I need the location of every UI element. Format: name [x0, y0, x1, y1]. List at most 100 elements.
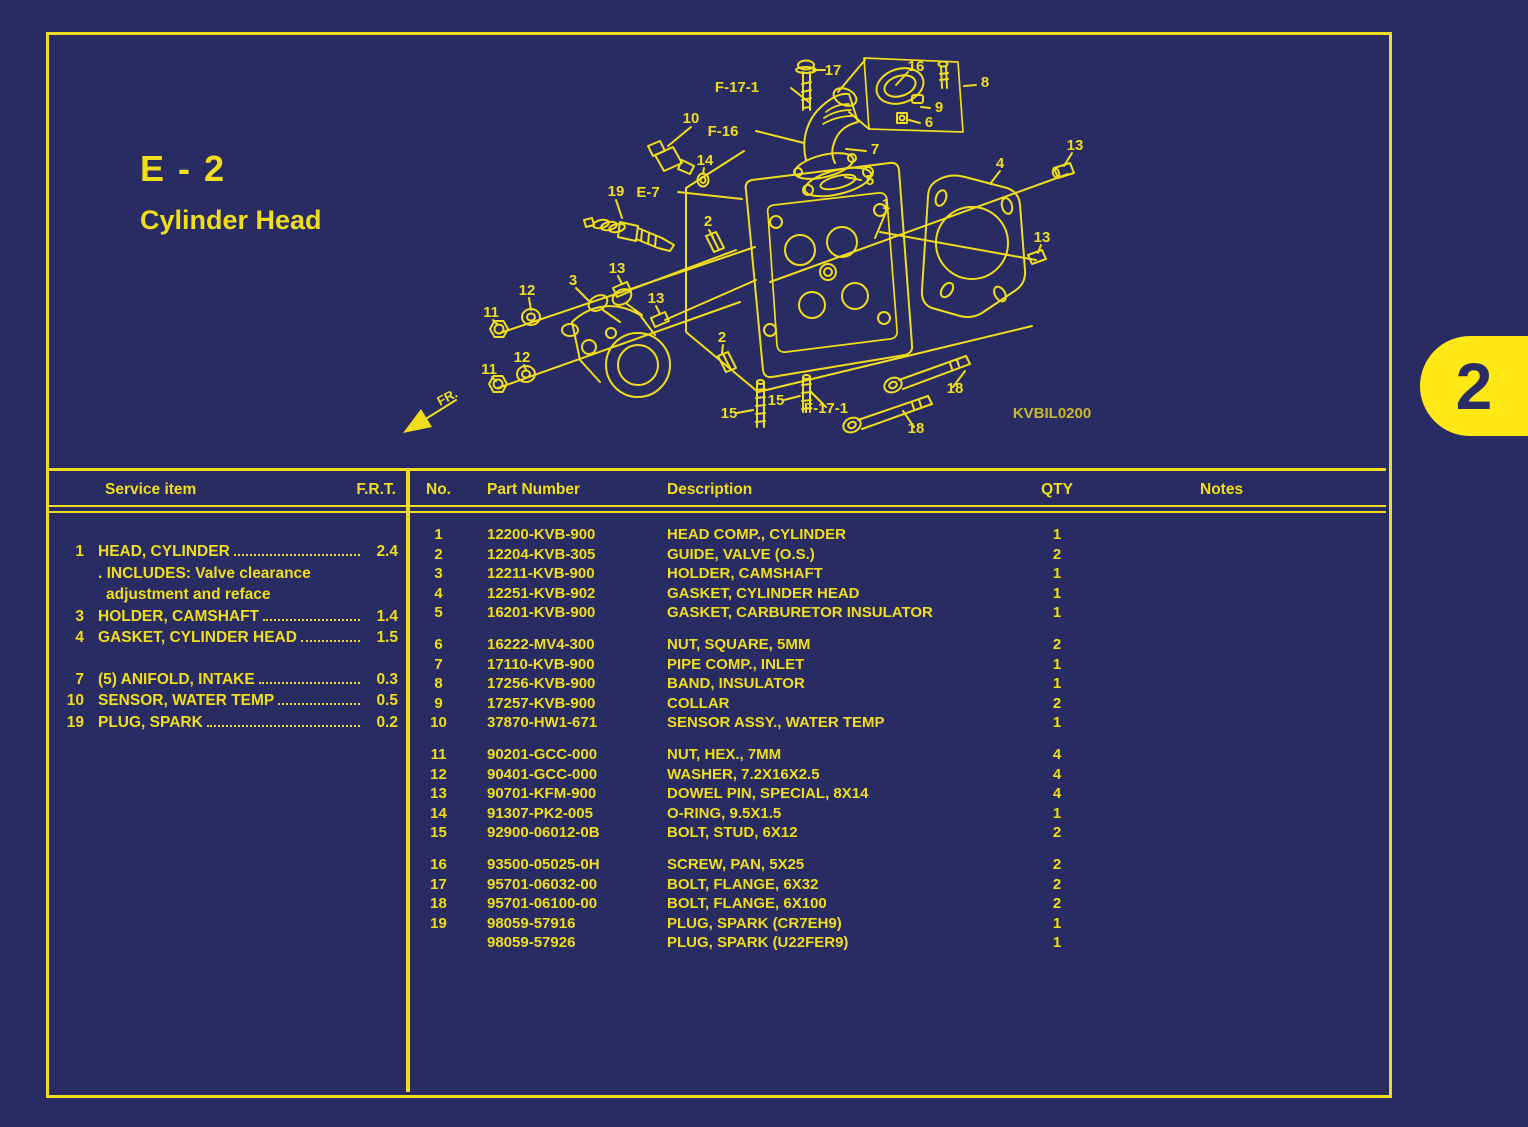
pdesc: GASKET, CYLINDER HEAD [667, 584, 860, 602]
diagram-callout-15[interactable]: 15 [768, 392, 785, 409]
diagram-callout-12[interactable]: 12 [514, 349, 531, 366]
sno: 19 [66, 713, 84, 731]
diagram-callout-1[interactable]: 1 [882, 196, 890, 213]
pdesc: WASHER, 7.2X16X2.5 [667, 765, 820, 783]
diagram-callout-6[interactable]: 6 [925, 114, 933, 131]
carburetor-insulator-gasket-5 [802, 166, 874, 198]
diagram-callout-F-17-1[interactable]: F-17-1 [715, 79, 759, 96]
ppart: 98059-57926 [487, 934, 576, 952]
diagram-callout-13[interactable]: 13 [1067, 137, 1084, 154]
sfrt: 0.5 [376, 692, 398, 709]
dotted-leader [233, 554, 360, 556]
pno: 1 [434, 526, 443, 543]
pno: 7 [434, 655, 443, 673]
diagram-callout-F-16[interactable]: F-16 [708, 123, 739, 140]
diagram-callout-12[interactable]: 12 [519, 282, 536, 299]
sfrt: 1.4 [376, 607, 398, 625]
pdesc: NUT, SQUARE, 5MM [667, 635, 811, 653]
diagram-callout-19[interactable]: 19 [608, 183, 625, 200]
diagram-callout-10[interactable]: 10 [683, 110, 700, 127]
pno: 17 [430, 875, 447, 893]
diagram-callout-11[interactable]: 11 [481, 361, 497, 378]
inlet-pipe-7 [793, 87, 859, 180]
ppart: 95701-06100-00 [487, 895, 598, 913]
page-tab-2[interactable]: 2 [1420, 336, 1528, 436]
diagram-callout-18[interactable]: 18 [947, 380, 964, 397]
hex-nuts-11-washers-12 [488, 308, 541, 393]
diagram-callout-5[interactable]: 5 [866, 172, 874, 189]
pdesc: PIPE COMP., INLET [667, 655, 805, 673]
diagram-callout-KVBIL0200[interactable]: KVBIL0200 [1013, 405, 1091, 422]
section-code: E - 2 [140, 148, 227, 189]
diagram-callout-3[interactable]: 3 [569, 272, 577, 289]
fr-label: FR. [434, 386, 460, 409]
diagram-callout-13[interactable]: 13 [609, 260, 626, 277]
pno: 6 [434, 635, 443, 653]
diagram-callout-4[interactable]: 4 [996, 155, 1005, 172]
pqty: 2 [1052, 545, 1062, 563]
diagram-callout-9[interactable]: 9 [935, 99, 943, 116]
spark-plug-19 [583, 217, 675, 252]
service-row[interactable]: . INCLUDES: Valve clearance [58, 563, 398, 585]
pnotes [1112, 674, 1386, 694]
ppart: 98059-57916 [487, 914, 576, 932]
diagram-callout-16[interactable]: 16 [908, 58, 925, 75]
pnotes [1112, 525, 1386, 545]
diagram-callout-13[interactable]: 13 [648, 290, 665, 307]
sfrt: 1.5 [376, 629, 398, 646]
diagram-callout-2[interactable]: 2 [718, 329, 726, 346]
diagram-callout-14[interactable]: 14 [697, 152, 714, 169]
diagram-callout-E-7[interactable]: E-7 [636, 184, 659, 201]
diagram-callout-17[interactable]: 17 [825, 62, 842, 79]
insulator-band-detail-box [863, 57, 964, 133]
ppart: 17256-KVB-900 [487, 675, 596, 693]
diagram-callout-2[interactable]: 2 [704, 213, 712, 230]
pqty: 1 [1052, 675, 1062, 693]
diagram-callout-8[interactable]: 8 [981, 74, 989, 91]
diagram-callout-15[interactable]: 15 [721, 405, 738, 422]
pdesc: SCREW, PAN, 5X25 [667, 855, 805, 873]
service-row[interactable]: adjustment and reface [58, 584, 398, 606]
diagram-callout-18[interactable]: 18 [908, 420, 925, 437]
pnotes [1112, 804, 1386, 824]
diagram-callout-7[interactable]: 7 [871, 141, 879, 158]
pqty: 2 [1052, 855, 1062, 873]
cylinder-head-gasket-4 [920, 174, 1027, 318]
dotted-leader [278, 703, 360, 705]
diagram-callout-F-17-1[interactable]: F-17-1 [804, 400, 848, 417]
diagram-callout-11[interactable]: 11 [483, 304, 499, 321]
pnotes [1112, 933, 1386, 953]
diagram-callout-13[interactable]: 13 [1034, 229, 1051, 246]
ppart: 12204-KVB-305 [487, 545, 596, 563]
pdesc: GASKET, CARBURETOR INSULATOR [667, 604, 933, 622]
pno: 16 [430, 855, 447, 873]
